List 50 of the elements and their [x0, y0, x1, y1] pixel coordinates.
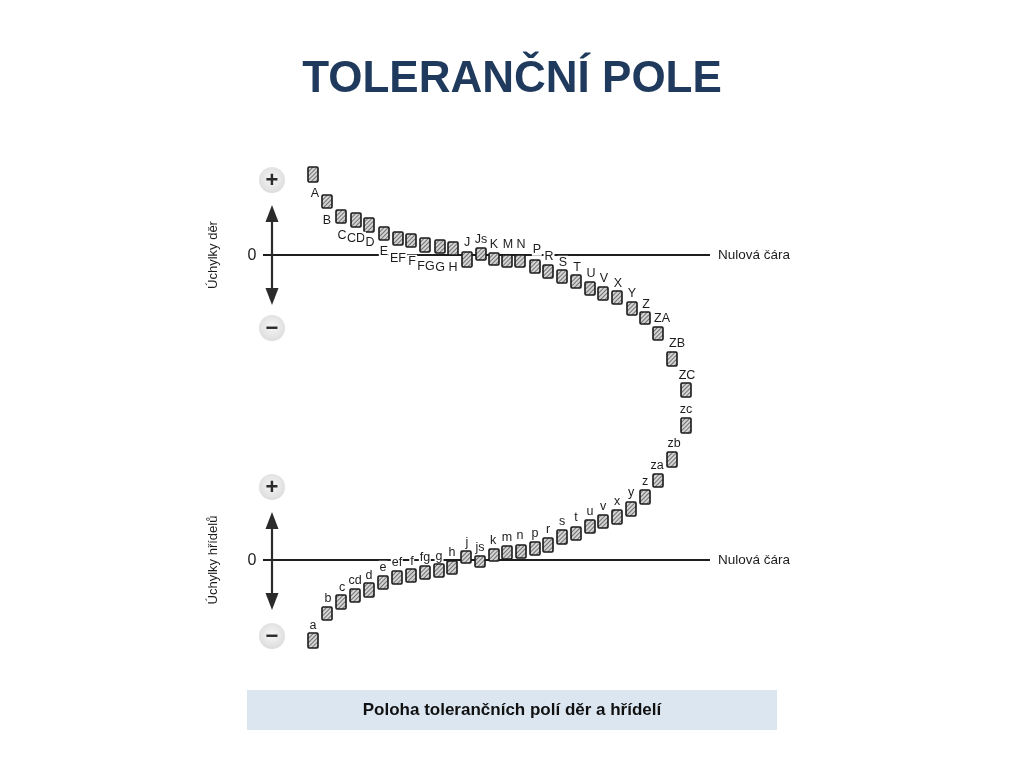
- tolerance-letter: J: [462, 235, 472, 249]
- tolerance-letter: A: [309, 186, 321, 200]
- sign-circle: −: [259, 315, 285, 341]
- tolerance-letter: h: [447, 545, 457, 559]
- tolerance-letter: D: [364, 235, 376, 249]
- tolerance-letter: B: [321, 213, 333, 227]
- tolerance-letter: FG: [416, 259, 436, 273]
- tolerance-letter: ZC: [677, 368, 697, 382]
- tolerance-letter: P: [531, 242, 543, 256]
- tolerance-letter: E: [378, 244, 390, 258]
- tolerance-letter: V: [598, 271, 610, 285]
- tolerance-letter: t: [573, 510, 579, 524]
- tolerance-letter: F: [407, 254, 417, 268]
- zero-line-label: Nulová čára: [718, 248, 791, 262]
- axis-title: Úchylky děr: [205, 221, 219, 289]
- tolerance-letter: Y: [626, 286, 638, 300]
- tolerance-letter: S: [557, 255, 569, 269]
- tolerance-letter: k: [488, 533, 498, 547]
- tolerance-letter: X: [612, 276, 624, 290]
- tolerance-letter: EF: [389, 251, 407, 265]
- tolerance-letter: T: [572, 260, 582, 274]
- tolerance-letter: fg: [418, 550, 432, 564]
- tolerance-letter: d: [364, 568, 374, 582]
- tolerance-letter: G: [434, 260, 446, 274]
- tolerance-letter: H: [447, 260, 459, 274]
- axis-title: Úchylky hřídelů: [205, 515, 219, 605]
- zero-mark: 0: [247, 247, 257, 263]
- zero-mark: 0: [247, 552, 257, 568]
- tolerance-letter: f: [409, 554, 415, 568]
- tolerance-letter: b: [323, 591, 333, 605]
- caption: Poloha tolerančních polí děr a hřídelí: [247, 690, 777, 730]
- tolerance-letter: N: [515, 237, 527, 251]
- tolerance-letter: cd: [347, 573, 363, 587]
- tolerance-letter: M: [501, 237, 515, 251]
- sign-circle: +: [259, 474, 285, 500]
- zero-line-label: Nulová čára: [718, 553, 791, 567]
- tolerance-letter: Js: [473, 232, 489, 246]
- sign-circle: −: [259, 623, 285, 649]
- tolerance-letter: Z: [641, 297, 651, 311]
- tolerance-letter: CD: [345, 231, 367, 245]
- tolerance-letter: j: [464, 535, 470, 549]
- tolerance-letter: ZB: [668, 336, 686, 350]
- tolerance-letter: R: [543, 249, 555, 263]
- tolerance-letter: U: [585, 266, 597, 280]
- sign-circle: +: [259, 167, 285, 193]
- tolerance-letter: zb: [666, 436, 682, 450]
- tolerance-letter: K: [488, 237, 500, 251]
- tolerance-letter: ZA: [653, 311, 671, 325]
- tolerance-letter: js: [474, 540, 486, 554]
- tolerance-letter: ef: [390, 555, 404, 569]
